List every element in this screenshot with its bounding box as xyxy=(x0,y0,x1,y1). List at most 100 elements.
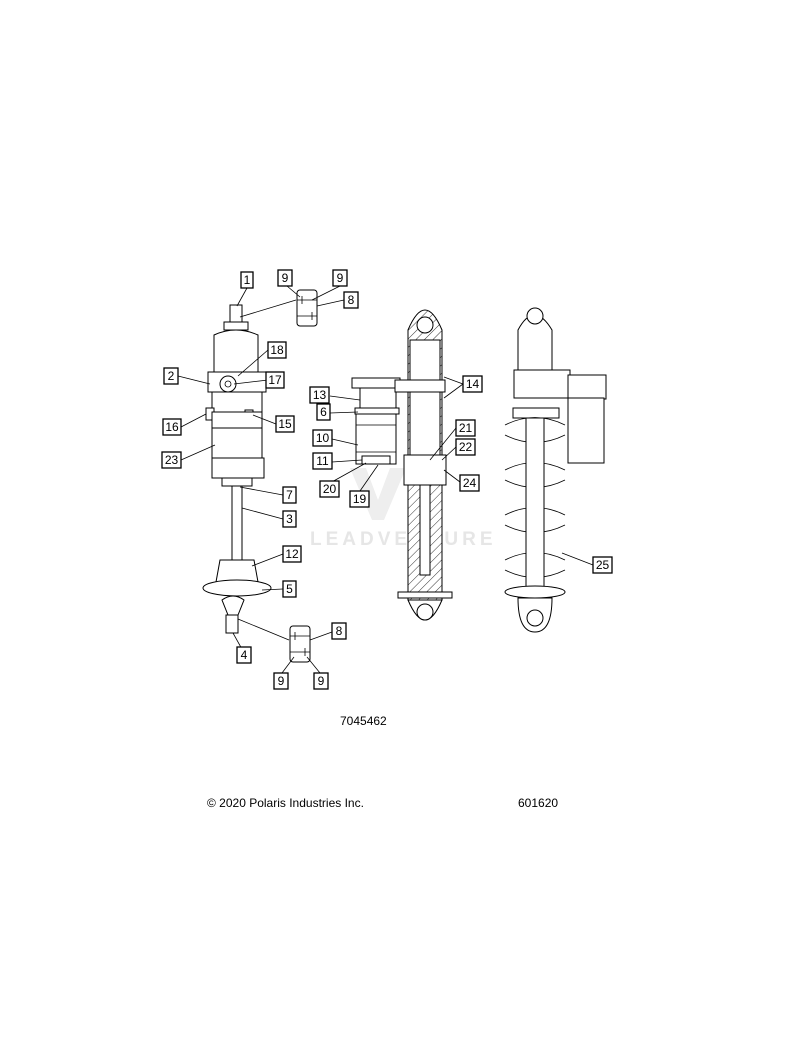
leader-10 xyxy=(331,438,359,446)
callout-9d: 9 xyxy=(313,672,329,690)
assembled-head xyxy=(513,369,571,399)
assembled-spring-seat xyxy=(504,585,566,599)
diagram-number: 7045462 xyxy=(340,714,387,728)
section-cross-plate xyxy=(394,379,446,393)
leader-19 xyxy=(359,464,379,492)
leader-8b xyxy=(309,631,333,641)
section-break-top xyxy=(397,591,453,599)
callout-4-label: 4 xyxy=(241,648,248,662)
leader-9a xyxy=(286,285,301,298)
callout-9a: 9 xyxy=(277,269,293,287)
leader-6 xyxy=(329,411,359,414)
callout-17-label: 17 xyxy=(268,373,282,387)
callout-9c-label: 9 xyxy=(278,674,285,688)
section-rod xyxy=(419,484,431,576)
leader-9d xyxy=(306,656,321,674)
callout-8a-label: 8 xyxy=(348,293,355,307)
callout-12-label: 12 xyxy=(285,547,299,561)
leader-11 xyxy=(331,459,363,463)
callouts: 1 9 9 8 18 2 17 16 15 23 7 3 12 5 4 8 9 … xyxy=(161,269,613,690)
piston-detail xyxy=(351,377,401,465)
leader-17 xyxy=(233,379,269,385)
shaft xyxy=(231,485,243,562)
adjuster-body xyxy=(207,371,267,393)
callout-17: 17 xyxy=(265,371,285,389)
callout-9b-label: 9 xyxy=(337,271,344,285)
callout-14: 14 xyxy=(462,375,483,393)
top-cap xyxy=(223,321,249,331)
detail-washer xyxy=(354,407,400,415)
leader-14a xyxy=(443,376,464,385)
callout-6-label: 6 xyxy=(320,405,327,419)
assembled-reservoir-mount xyxy=(567,374,607,400)
leader-14b xyxy=(443,383,464,399)
callout-18-label: 18 xyxy=(270,343,284,357)
seal-head xyxy=(211,457,265,479)
leader-4-bearing xyxy=(237,618,290,641)
watermark-logo-icon xyxy=(350,468,406,520)
callout-16: 16 xyxy=(162,418,182,436)
leader-15 xyxy=(252,414,277,425)
section-bottom-eye-hole xyxy=(416,603,434,621)
assembled-body xyxy=(525,417,545,589)
watermark-text: LEADVENTURE xyxy=(310,529,497,550)
callout-15-label: 15 xyxy=(278,417,292,431)
callout-14-label: 14 xyxy=(466,377,480,391)
callout-5-label: 5 xyxy=(286,582,293,596)
leader-12 xyxy=(251,553,284,567)
spring-retainer xyxy=(202,579,272,597)
callout-16-label: 16 xyxy=(165,420,179,434)
top-nipple xyxy=(229,304,243,324)
callout-5: 5 xyxy=(282,580,297,598)
callout-8b: 8 xyxy=(331,622,347,640)
adjuster-knob-center xyxy=(224,380,232,388)
callout-21: 21 xyxy=(455,419,476,437)
callout-3: 3 xyxy=(282,510,297,528)
assembled-top-eye-hole xyxy=(526,307,544,325)
callout-21-label: 21 xyxy=(459,421,473,435)
callout-22: 22 xyxy=(455,438,476,456)
callout-6: 6 xyxy=(316,403,331,421)
callout-24-label: 24 xyxy=(463,476,477,490)
leader-22 xyxy=(441,446,457,461)
section-bore xyxy=(409,339,441,461)
callout-1-label: 1 xyxy=(244,273,251,287)
callout-9d-label: 9 xyxy=(318,674,325,688)
leader-16 xyxy=(180,413,207,428)
callout-10-label: 10 xyxy=(316,431,330,445)
body-tube xyxy=(211,427,263,459)
leader-25 xyxy=(561,552,594,566)
callout-19: 19 xyxy=(349,490,370,508)
leader-1-bearing xyxy=(239,299,297,318)
callout-23-label: 23 xyxy=(165,453,179,467)
copyright-text: © 2020 Polaris Industries Inc. xyxy=(207,796,364,810)
callout-20-label: 20 xyxy=(323,482,337,496)
section-piston xyxy=(403,454,447,486)
callout-4: 4 xyxy=(236,646,252,664)
callout-9c: 9 xyxy=(273,672,289,690)
callout-13-label: 13 xyxy=(313,388,327,402)
bumper xyxy=(221,477,253,487)
assembled-preload-ring xyxy=(512,407,560,419)
reservoir-body xyxy=(213,329,259,373)
leader-7 xyxy=(239,486,284,496)
callout-20: 20 xyxy=(319,480,340,498)
callout-11-label: 11 xyxy=(316,454,329,468)
bearing-top xyxy=(296,289,318,327)
detail-piston-upper xyxy=(359,387,397,409)
leader-2 xyxy=(177,375,211,385)
detail-top-plate xyxy=(351,377,401,389)
lower-collar xyxy=(211,411,263,429)
leader-13 xyxy=(329,395,361,401)
callout-8a: 8 xyxy=(343,291,359,309)
leader-21 xyxy=(429,427,457,461)
left-shock-exploded xyxy=(202,289,318,663)
callout-15: 15 xyxy=(275,415,295,433)
section-shock xyxy=(394,309,453,621)
detail-bottom-plate xyxy=(361,455,391,465)
bearing-bottom xyxy=(289,625,311,663)
callout-25: 25 xyxy=(592,556,613,574)
assembled-shock xyxy=(504,307,607,633)
adjuster-knob xyxy=(219,375,237,393)
callout-3-label: 3 xyxy=(286,512,293,526)
